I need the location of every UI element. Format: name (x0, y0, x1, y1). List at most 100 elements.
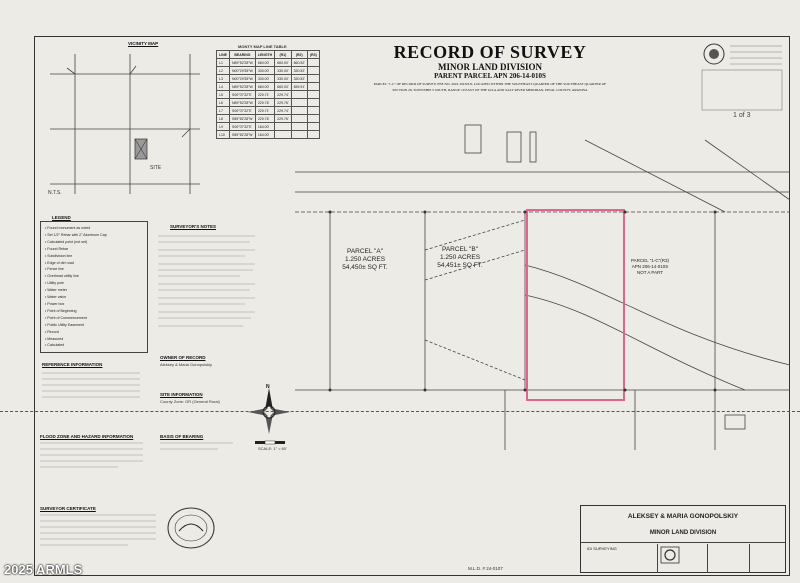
line-table-cell: L7 (216, 106, 230, 115)
legend-item-label: Calculated point (not set) (47, 239, 88, 244)
line-table-cell: N89°52'28"W (228, 98, 256, 107)
line-table-cell (306, 90, 320, 99)
line-table-title: MONTY MAP LINE TABLE (238, 44, 287, 49)
line-table-cell: 330.00' (254, 74, 276, 83)
legend-item: • Water meter (45, 287, 143, 294)
legend-item-label: Fence line (47, 267, 64, 272)
legend-item-label: Edge of dirt road (47, 260, 74, 265)
line-table-cell: S00°07'32"E (228, 122, 256, 131)
legend-item: • Point of Commencement (45, 315, 143, 322)
line-table-cell: 164.00' (254, 130, 276, 139)
legend-symbol-icon: • (45, 295, 48, 300)
legend-item: • Calculated (45, 342, 143, 349)
line-table-cell: 330.52' (290, 66, 308, 75)
line-table-cell: L3 (216, 74, 230, 83)
legend-item-label: Subdivision line (47, 253, 73, 258)
owner-name: Aleksey & Maria Gonopolskiy (160, 362, 213, 367)
legend-item-label: Record (47, 329, 59, 334)
legend-item: • Set 1/2" Rebar with 2" Aluminum Cap (45, 232, 143, 239)
line-table-cell: N89°52'28"W (228, 82, 256, 91)
line-table-cell (290, 98, 308, 107)
legend-symbol-icon: • (45, 288, 48, 293)
legend-symbol-icon: • (45, 329, 48, 334)
line-table-header-cell: BEARING (228, 50, 256, 59)
legend-symbol-icon: • (45, 246, 48, 251)
line-table-cell (306, 106, 320, 115)
legend-item-label: Public Utility Easement (47, 322, 85, 327)
survey-plat (295, 124, 790, 450)
line-table-cell: 659.91' (290, 82, 308, 91)
vicinity-map-nts: N.T.S. (48, 190, 62, 196)
legal-description-1: PARCEL "1-C" OF RECORD OF SURVEY, FEE NO… (373, 82, 607, 86)
scale-bar (255, 440, 285, 445)
page-title: RECORD OF SURVEY (393, 42, 587, 62)
line-table-cell: 229.76' (254, 114, 276, 123)
legend-symbol-icon: • (45, 232, 48, 237)
title-block-project: MINOR LAND DIVISION (649, 530, 717, 536)
sheet-number: 1 of 3 (733, 112, 751, 119)
line-table-cell (306, 66, 320, 75)
legend-symbol-icon: • (45, 226, 48, 230)
legend-item-label: Found Rebar (47, 246, 69, 251)
legend-symbol-icon: • (45, 260, 48, 265)
line-table-cell (306, 74, 320, 83)
legend-item: • Measured (45, 336, 143, 343)
vicinity-map: SITE N.T.S. (48, 54, 200, 196)
line-table-header-cell: LINE (216, 50, 230, 59)
legend-item: • Record (45, 329, 143, 336)
sheet-border (34, 36, 790, 576)
title-block: ALEKSEY & MARIA GONOPOLSKIY MINOR LAND D… (580, 505, 786, 573)
highlighted-parcel-boundary (526, 209, 625, 401)
legend-item-label: Overhead utility line (47, 274, 79, 279)
line-table-header-cell: (R3) (306, 50, 320, 59)
mld-number: M.L.D. # 24-0107 (468, 566, 503, 571)
line-table-cell: 330.00' (254, 66, 276, 75)
legend-symbol-icon: • (45, 315, 48, 320)
legend-symbol-icon: • (45, 301, 48, 306)
line-table-cell: 330.52' (290, 74, 308, 83)
line-table-cell: N89°52'28"W (228, 58, 256, 67)
vicinity-map-title: VICINITY MAP (128, 41, 159, 46)
certificate-text (40, 514, 156, 546)
section-line (0, 411, 800, 412)
line-table-cell (306, 130, 320, 139)
references-title: REFERENCE INFORMATION (42, 362, 103, 367)
line-table-cell: 229.76' (254, 98, 276, 107)
certificate-title: SURVEYOR CERTIFICATE (40, 506, 96, 511)
scale-text: SCALE: 1" = 60' (258, 446, 287, 451)
line-table-cell: S89°52'28"W (228, 130, 256, 139)
basis-text (160, 442, 233, 450)
legend-item-label: Water valve (47, 295, 67, 300)
line-table-cell: N00°29'35"W (228, 66, 256, 75)
legend-item-label: Point of Commencement (47, 315, 87, 320)
line-table-cell: 164.00' (254, 122, 276, 131)
recording-stamp (701, 43, 783, 111)
line-table-cell (290, 90, 308, 99)
line-table-cell: 229.74' (274, 90, 292, 99)
legend-item: • Calculated point (not set) (45, 239, 143, 246)
line-table-cell: L2 (216, 66, 230, 75)
line-table-cell: S00°07'32"E (228, 106, 256, 115)
line-table-cell: 660.52' (290, 58, 308, 67)
legend-item: • Power box (45, 301, 143, 308)
legend-symbol-icon: • (45, 239, 48, 244)
legend-item-label: Utility pole (47, 281, 64, 286)
legend-item-label: Measured (47, 336, 64, 341)
line-table-cell: 330.00' (274, 74, 292, 83)
page-subtitle: MINOR LAND DIVISION (437, 62, 542, 72)
notes-title: SURVEYOR'S NOTES (170, 224, 216, 229)
line-table-cell: L4 (216, 82, 230, 91)
legend-symbol-icon: • (45, 274, 48, 279)
owner-title: OWNER OF RECORD (160, 355, 206, 360)
line-table-cell: 660.00' (254, 58, 276, 67)
legend-item-label: Found monument as noted (47, 226, 91, 230)
legend-item-label: Point of Beginning (47, 308, 77, 313)
